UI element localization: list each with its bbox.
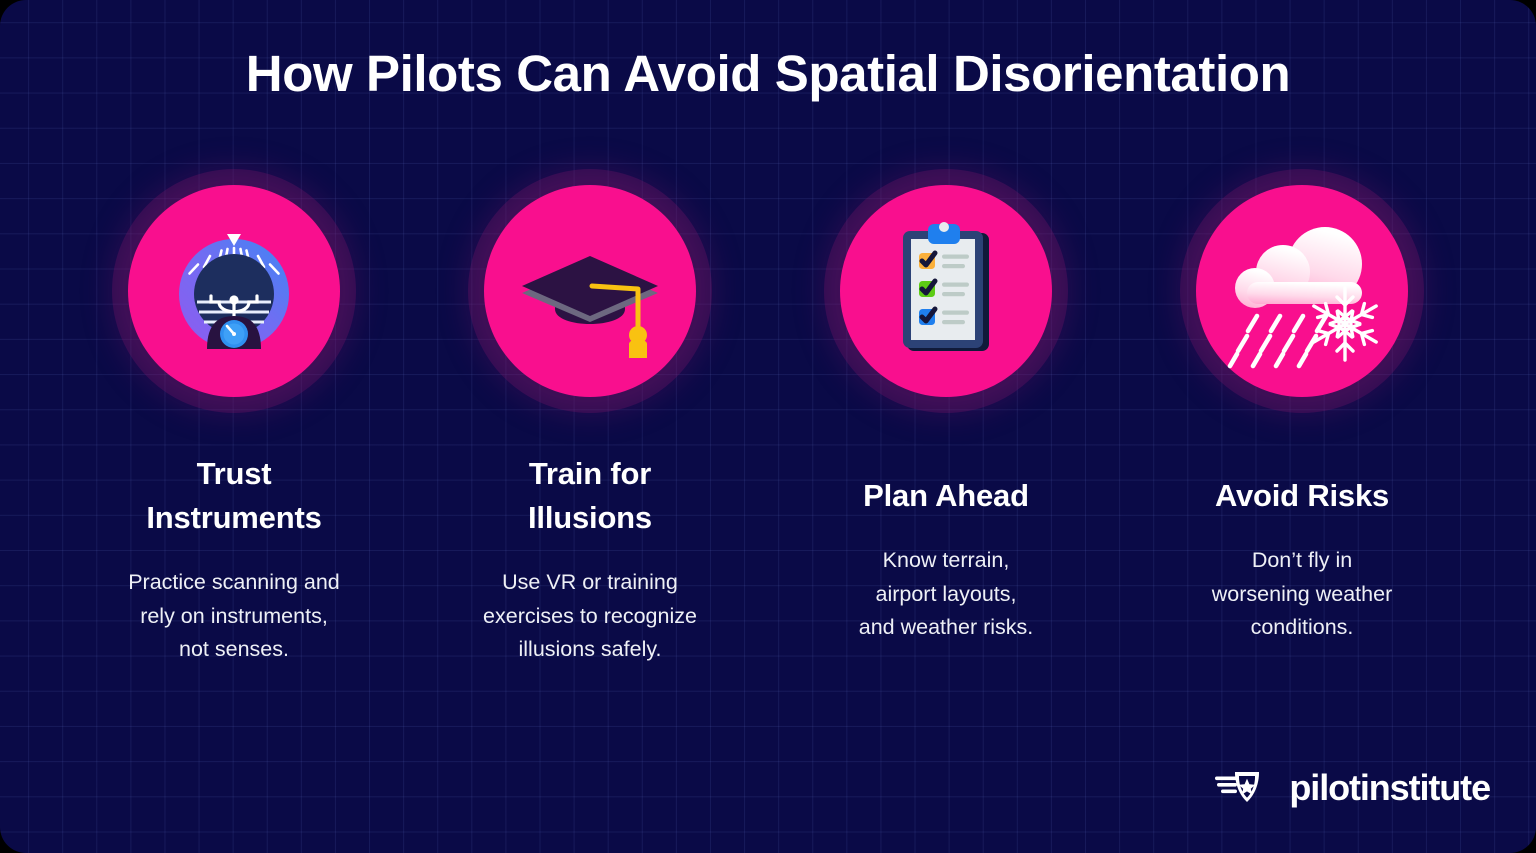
tip-body-plan-ahead: Know terrain, airport layouts, and weath… [859,544,1033,645]
body-line-2: rely on instruments, [140,603,328,628]
heading-line-2: Instruments [146,500,322,536]
body-line-3: not senses. [179,637,289,662]
heading-line-1: Avoid Risks [1214,478,1390,513]
tip-heading-avoid-risks: Avoid Risks [1215,474,1389,518]
body-line-2: exercises to recognize [483,603,697,628]
brand-logo-text: pilotinstitute [1289,766,1491,808]
icon-badge-plan-ahead [840,185,1052,397]
attitude-indicator-icon [159,216,309,366]
tip-column-train-for-illusions: Train for Illusions Use VR or training e… [412,185,768,667]
body-line-1: Use VR or training [502,570,678,595]
tip-body-trust-instruments: Practice scanning and rely on instrument… [128,566,340,667]
body-line-3: conditions. [1250,615,1354,640]
tip-column-plan-ahead: Plan Ahead Know terrain, airport layouts… [768,185,1124,667]
icon-badge-trust-instruments [128,185,340,397]
tip-heading-plan-ahead: Plan Ahead [863,474,1029,518]
heading-line-1: Trust [196,456,272,491]
tip-column-avoid-risks: Avoid Risks Don’t fly in worsening weath… [1124,185,1480,667]
body-line-2: worsening weather [1211,581,1393,606]
body-line-1: Know terrain, [882,548,1010,573]
body-line-3: illusions safely. [518,637,662,662]
tip-body-train-for-illusions: Use VR or training exercises to recogniz… [483,566,697,667]
icon-badge-avoid-risks [1196,185,1408,397]
tip-column-trust-instruments: Trust Instruments Practice scanning and … [56,185,412,667]
body-line-3: and weather risks. [858,615,1034,640]
winged-shield-star-icon [1215,764,1277,811]
heading-line-2: Illusions [528,500,652,536]
tips-row: Trust Instruments Practice scanning and … [0,185,1536,667]
body-line-2: airport layouts, [875,581,1017,606]
tip-body-avoid-risks: Don’t fly in worsening weather condition… [1212,544,1392,645]
rain-snow-cloud-icon [1217,214,1387,369]
body-line-1: Don’t fly in [1251,548,1353,573]
body-line-1: Practice scanning and [128,570,340,595]
tip-heading-train-for-illusions: Train for Illusions [528,452,652,540]
tip-heading-trust-instruments: Trust Instruments [146,452,321,540]
brand-logo[interactable]: pilotinstitute [1215,764,1491,811]
icon-badge-train-for-illusions [484,185,696,397]
heading-line-1: Plan Ahead [863,478,1029,513]
clipboard-checklist-icon [871,211,1021,371]
graduation-cap-icon [510,216,670,366]
page-title: How Pilots Can Avoid Spatial Disorientat… [245,45,1291,102]
heading-line-1: Train for [528,456,652,491]
